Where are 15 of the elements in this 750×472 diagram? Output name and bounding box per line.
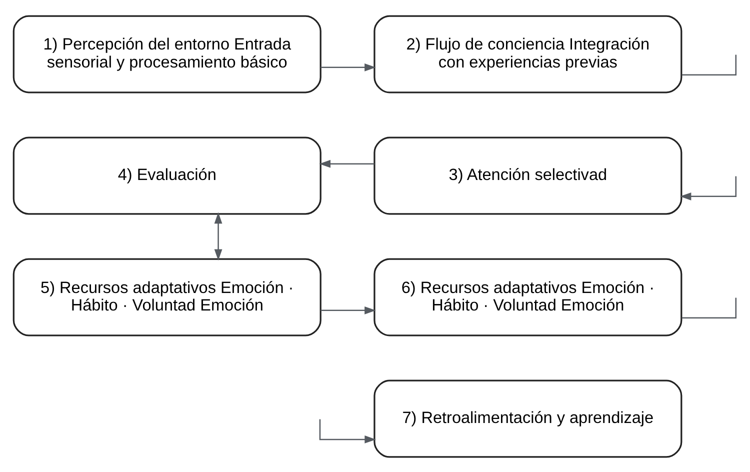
arrow — [320, 62, 376, 71]
arrow — [320, 306, 376, 314]
arrow — [214, 212, 222, 260]
arrow — [319, 418, 376, 443]
node-box: 4) Evaluación — [12, 136, 322, 214]
connector — [682, 54, 737, 76]
connector — [682, 297, 737, 318]
node-box: 5) Recursos adaptativos Emoción · Hábito · Voluntad Emoción — [12, 258, 322, 336]
node-box: 1) Percepción del entorno Entrada sensorial y procesamiento básico — [12, 14, 322, 93]
arrow — [319, 159, 374, 168]
node-box: 3) Atención selectivad — [374, 136, 682, 214]
node-box: 2) Flujo de conciencia Integración con experiencias previas — [374, 14, 682, 93]
node-box: 7) Retroalimentación y aprendizaje — [374, 379, 682, 458]
node-box: 6) Recursos adaptativos Emoción · Hábito · Voluntad Emoción — [374, 258, 682, 336]
arrow — [680, 176, 737, 200]
